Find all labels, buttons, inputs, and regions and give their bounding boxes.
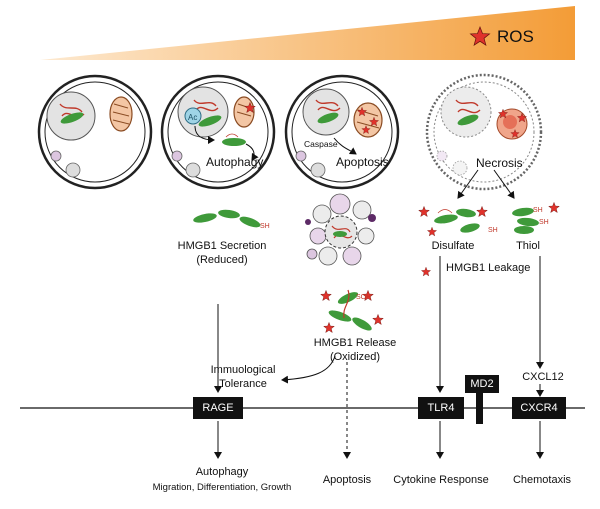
hmgb1-release-label: HMGB1 Release bbox=[313, 337, 397, 349]
tolerance-label-2: Tolerance bbox=[219, 378, 267, 390]
disulfide-sh-label: SH bbox=[488, 227, 498, 234]
md2-stem bbox=[476, 392, 483, 424]
outcome-apoptosis: Apoptosis bbox=[322, 474, 372, 486]
outcome-cytokine-response: Cytokine Response bbox=[393, 474, 489, 486]
reduced-sh-label: SH bbox=[260, 223, 270, 230]
hmgb1-leakage-label: HMGB1 Leakage bbox=[446, 262, 531, 274]
hmgb1-release-state-label: (Oxidized) bbox=[329, 351, 381, 363]
hmgb1-secretion-state-label: (Reduced) bbox=[196, 254, 248, 266]
cell-apoptosis bbox=[284, 74, 400, 190]
thiol-sh-label-2: SH bbox=[539, 219, 549, 226]
acetyl-group bbox=[184, 107, 202, 125]
necrosis-to-thiol-arrow bbox=[493, 169, 515, 199]
thiol-label: Thiol bbox=[516, 240, 540, 252]
ros-star-icon-8 bbox=[320, 289, 332, 302]
outcome-autophagy-effects: Migration, Differentiation, Growth bbox=[152, 482, 292, 493]
nucleus bbox=[46, 91, 96, 141]
cxcl12-label: CXCL12 bbox=[522, 371, 564, 383]
thiol-sh-label: SH bbox=[533, 207, 543, 214]
ros-star-icon-13 bbox=[476, 205, 488, 218]
ros-star-icon-2 bbox=[356, 106, 368, 117]
necrosis-cell-label: Necrosis bbox=[476, 156, 523, 170]
ros-star-icon-12 bbox=[418, 205, 430, 218]
hmgb1-oxidized-molecule bbox=[328, 289, 372, 331]
ros-star-icon-6 bbox=[516, 112, 528, 123]
md2-coreceptor: MD2 bbox=[465, 375, 499, 393]
ros-star-icon-1 bbox=[244, 101, 256, 114]
ros-star-icon-5 bbox=[497, 108, 509, 119]
hmgb1-reduced-molecules bbox=[193, 209, 261, 228]
rage-receptor: RAGE bbox=[193, 397, 243, 419]
acetyl-label: Ac bbox=[188, 113, 198, 122]
tolerance-label: Immuological bbox=[210, 364, 276, 376]
caspase-label: Caspase bbox=[304, 139, 338, 149]
ros-legend-star-icon bbox=[469, 25, 491, 46]
ros-star-icon-10 bbox=[323, 321, 335, 334]
ros-star-icon-3 bbox=[368, 116, 380, 127]
ros-star-icon-11 bbox=[372, 313, 384, 326]
cell-necrosis bbox=[425, 73, 543, 191]
cxcr4-receptor: CXCR4 bbox=[512, 397, 566, 419]
cell-autophagy bbox=[160, 74, 276, 190]
necrosis-to-disulfide-arrow bbox=[457, 169, 479, 199]
ros-star-icon-16 bbox=[420, 266, 432, 277]
outcome-chemotaxis: Chemotaxis bbox=[512, 474, 572, 486]
ros-legend-label: ROS bbox=[497, 27, 534, 46]
tlr4-receptor: TLR4 bbox=[418, 397, 464, 419]
hmgb1-thiol-molecules bbox=[512, 207, 539, 234]
soh-label: SOH bbox=[356, 294, 372, 301]
ros-star-icon-9 bbox=[362, 289, 374, 302]
apoptosis-cell-label: Apoptosis bbox=[336, 155, 389, 169]
autophagy-cell-label: Autophagy bbox=[206, 155, 264, 169]
ros-star-icon-15 bbox=[548, 201, 560, 214]
ros-star-icon-14 bbox=[426, 226, 438, 237]
release-to-tolerance-arrow bbox=[281, 355, 336, 384]
hmgb1-disulfide-molecules bbox=[434, 208, 480, 233]
disulfide-label: Disulfate bbox=[431, 240, 475, 252]
ros-gradient-wedge bbox=[40, 6, 575, 60]
ros-star-icon-7 bbox=[510, 129, 520, 138]
mitochondrion bbox=[109, 96, 133, 132]
cell-healthy bbox=[37, 74, 153, 190]
apoptotic-bodies bbox=[305, 193, 376, 266]
hmgb1-secretion-label: HMGB1 Secretion bbox=[177, 240, 267, 252]
outcome-autophagy: Autophagy bbox=[195, 466, 249, 478]
ros-star-icon-4 bbox=[361, 125, 371, 134]
stressed-mitochondrion bbox=[233, 96, 255, 128]
